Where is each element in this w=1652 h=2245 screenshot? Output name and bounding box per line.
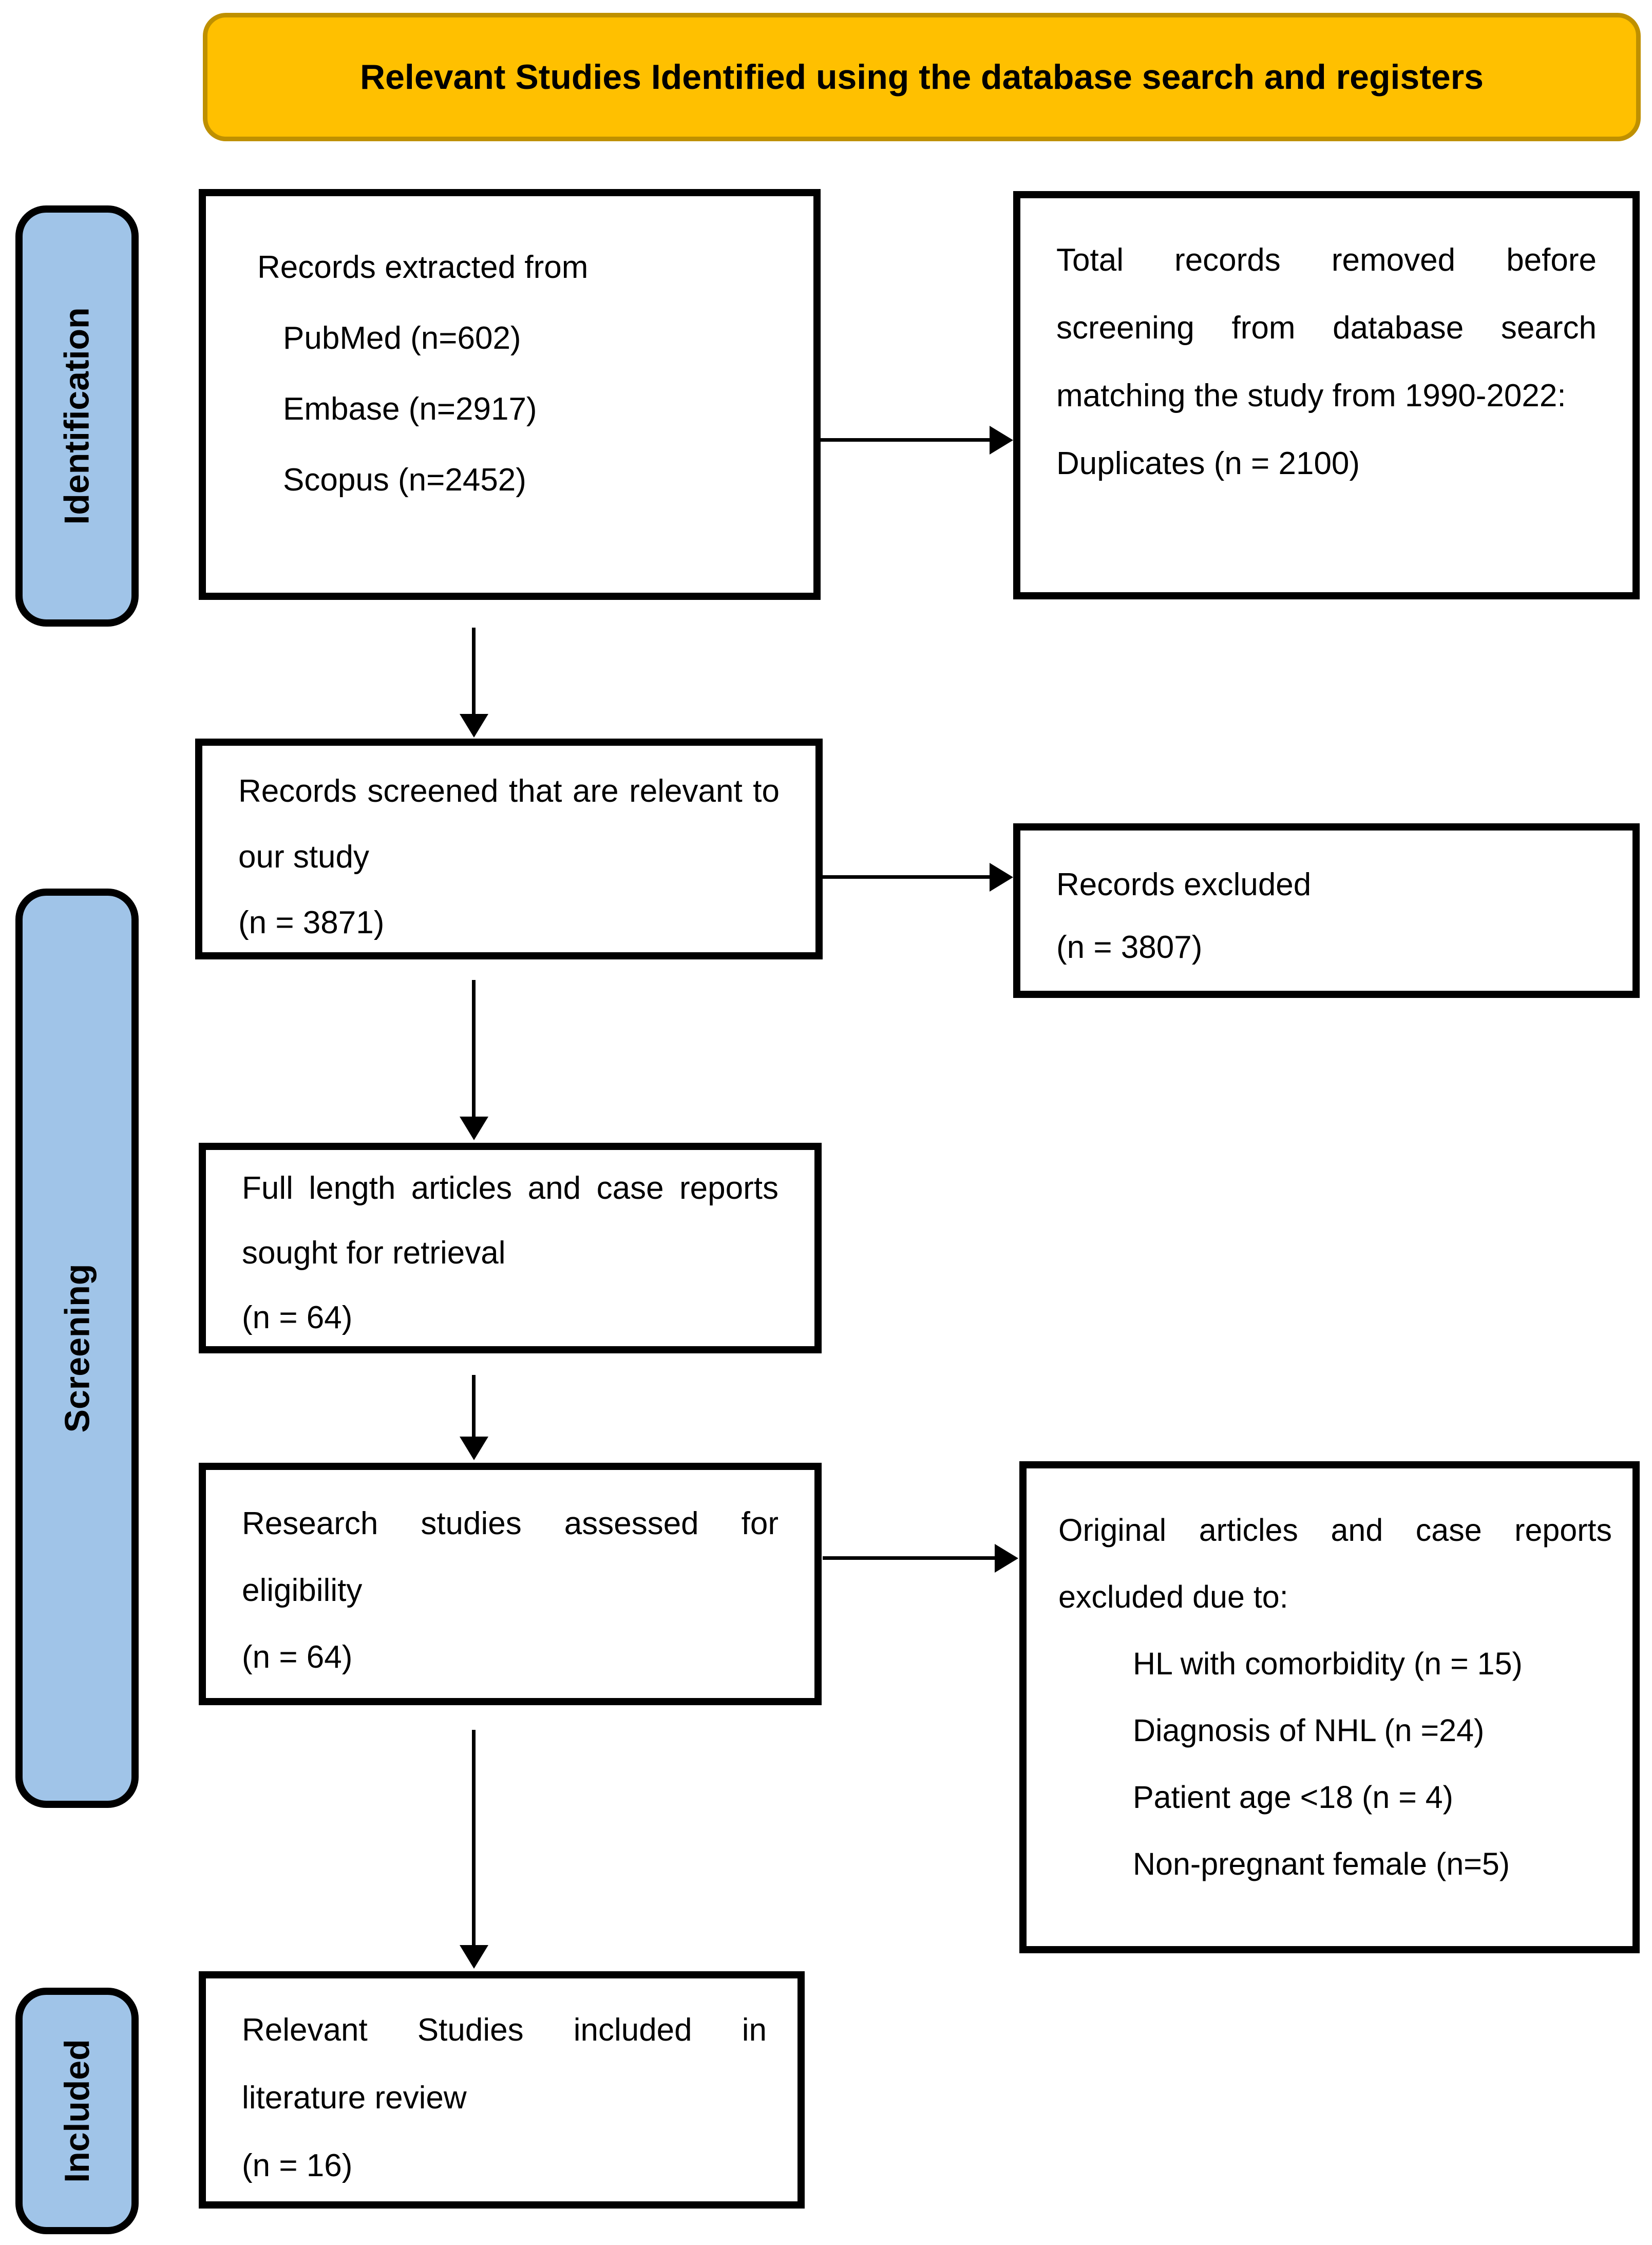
records-screened-count: (n = 3871) <box>238 905 385 940</box>
reports-excluded-reason-nonpregnant: Non-pregnant female (n=5) <box>1133 1846 1510 1881</box>
arrow-extracted-to-removed <box>821 438 990 442</box>
full-length-sought-body: Full length articles and case reports so… <box>242 1171 778 1271</box>
full-length-sought-count: (n = 64) <box>242 1300 353 1335</box>
banner-title: Relevant Studies Identified using the da… <box>360 58 1484 97</box>
records-extracted-source-embase: Embase (n=2917) <box>283 391 537 427</box>
stage-screening: Screening <box>15 889 139 1808</box>
stage-included-label: Included <box>58 2039 97 2183</box>
box-assessed-for-eligibility: Research studies assessed for eligibilit… <box>199 1463 822 1705</box>
records-extracted-source-scopus: Scopus (n=2452) <box>283 462 526 498</box>
arrow-assessed-to-reports-excluded <box>823 1556 995 1560</box>
included-in-review-body: Relevant Studies included in literature … <box>242 2012 767 2116</box>
records-excluded-count: (n = 3807) <box>1056 930 1203 965</box>
arrow-fulllength-to-assessed <box>472 1375 476 1438</box>
reports-excluded-reason-nhl: Diagnosis of NHL (n =24) <box>1133 1713 1485 1748</box>
arrow-extracted-to-screened <box>472 628 476 715</box>
stage-identification: Identification <box>15 205 139 627</box>
arrow-screened-to-excluded <box>823 875 990 879</box>
box-reports-excluded: Original articles and case reports exclu… <box>1019 1461 1640 1953</box>
records-extracted-intro: Records extracted from <box>257 250 588 285</box>
stage-screening-label: Screening <box>58 1263 97 1433</box>
box-records-extracted: Records extracted from PubMed (n=602) Em… <box>199 189 821 600</box>
box-records-screened: Records screened that are relevant to ou… <box>195 739 823 959</box>
removed-before-screening-body: Total records removed before screening f… <box>1056 242 1597 413</box>
assessed-for-eligibility-count: (n = 64) <box>242 1639 353 1675</box>
included-in-review-count: (n = 16) <box>242 2148 353 2183</box>
records-extracted-source-pubmed: PubMed (n=602) <box>283 320 521 356</box>
arrow-screened-to-fulllength <box>472 980 476 1118</box>
stage-identification-label: Identification <box>58 307 97 525</box>
box-full-length-sought: Full length articles and case reports so… <box>199 1143 822 1353</box>
arrow-assessed-to-included <box>472 1730 476 1946</box>
banner: Relevant Studies Identified using the da… <box>203 13 1641 141</box>
reports-excluded-reason-age: Patient age <18 (n = 4) <box>1133 1780 1453 1815</box>
removed-before-screening-duplicates: Duplicates (n = 2100) <box>1056 446 1360 481</box>
records-excluded-body: Records excluded <box>1056 867 1312 902</box>
assessed-for-eligibility-body: Research studies assessed for eligibilit… <box>242 1506 778 1608</box>
box-records-excluded: Records excluded (n = 3807) <box>1013 823 1640 998</box>
box-removed-before-screening: Total records removed before screening f… <box>1013 191 1640 599</box>
stage-included: Included <box>15 1988 139 2234</box>
reports-excluded-intro: Original articles and case reports exclu… <box>1058 1513 1612 1614</box>
records-screened-body: Records screened that are relevant to ou… <box>238 774 780 875</box>
box-included-in-review: Relevant Studies included in literature … <box>199 1971 805 2209</box>
reports-excluded-reason-comorbidity: HL with comorbidity (n = 15) <box>1133 1646 1523 1681</box>
